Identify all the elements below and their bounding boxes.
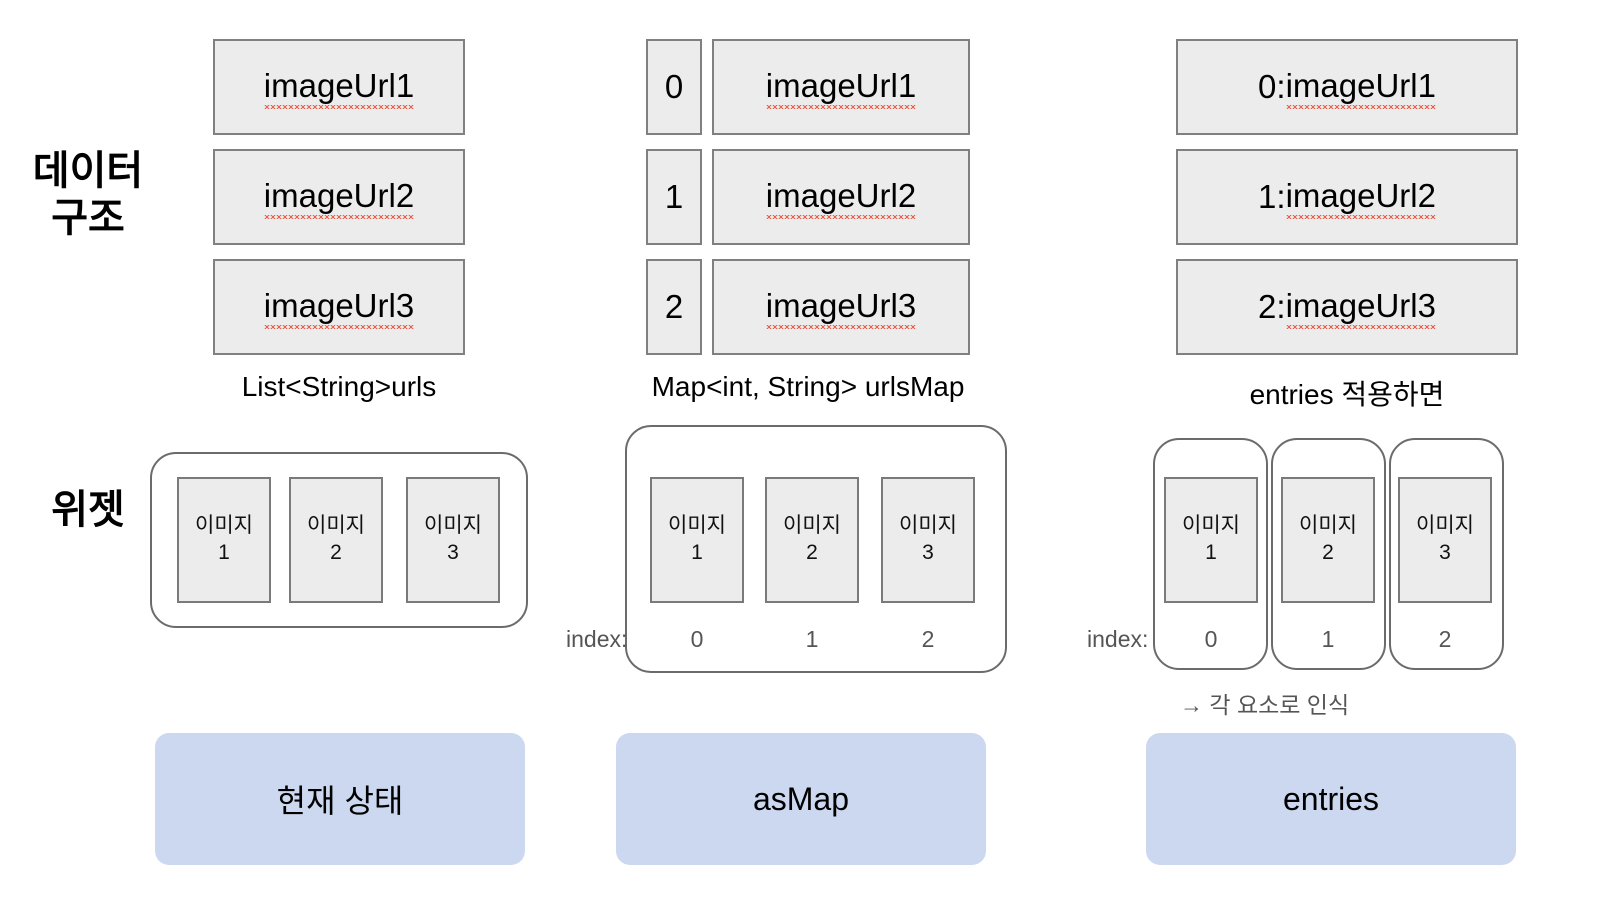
map-value: imageUrl2 bbox=[712, 149, 970, 245]
map-key-value: 2 bbox=[664, 288, 684, 325]
caption-map-type: Map<int, String> urlsMap bbox=[608, 371, 1008, 403]
index-value: 1 bbox=[805, 626, 819, 652]
list-item: imageUrl3 bbox=[213, 259, 465, 355]
index-value: 2 bbox=[921, 626, 935, 652]
image-card: 이미지 3 bbox=[1398, 477, 1492, 603]
index-label: index: bbox=[1087, 626, 1149, 652]
entry-item-word: imageUrl3 bbox=[1285, 287, 1437, 329]
map-key: 1 bbox=[646, 149, 702, 245]
map-value-text: imageUrl2 bbox=[765, 177, 917, 219]
image-card-line2: 3 bbox=[447, 541, 459, 564]
map-key-value: 1 bbox=[664, 178, 684, 215]
image-card-line2: 3 bbox=[922, 541, 934, 564]
image-card: 이미지 3 bbox=[881, 477, 975, 603]
image-card-line2: 1 bbox=[1205, 541, 1217, 564]
image-card-line2: 2 bbox=[1322, 541, 1334, 564]
entry-item-prefix: 0: bbox=[1258, 68, 1286, 105]
entry-item-prefix: 1: bbox=[1258, 178, 1286, 215]
caption-map-type-text: Map<int, String> urlsMap bbox=[651, 371, 965, 402]
image-card-line2: 2 bbox=[806, 541, 818, 564]
image-card: 이미지 3 bbox=[406, 477, 500, 603]
map-value: imageUrl1 bbox=[712, 39, 970, 135]
entry-item: 1: imageUrl2 bbox=[1176, 149, 1518, 245]
list-item-value: imageUrl1 bbox=[263, 67, 415, 109]
image-card-line1: 이미지 bbox=[899, 514, 957, 538]
map-key: 0 bbox=[646, 39, 702, 135]
map-value: imageUrl3 bbox=[712, 259, 970, 355]
index-value: 2 bbox=[1438, 626, 1452, 652]
list-item: imageUrl1 bbox=[213, 39, 465, 135]
map-value-text: imageUrl3 bbox=[765, 287, 917, 329]
image-card: 이미지 1 bbox=[650, 477, 744, 603]
image-card-line1: 이미지 bbox=[1299, 514, 1357, 538]
image-card-line2: 1 bbox=[691, 541, 703, 564]
map-key-value: 0 bbox=[664, 68, 684, 105]
image-card: 이미지 1 bbox=[1164, 477, 1258, 603]
button-as-map[interactable]: asMap bbox=[616, 733, 986, 865]
list-item: imageUrl2 bbox=[213, 149, 465, 245]
image-card-line1: 이미지 bbox=[307, 514, 365, 538]
image-card-line2: 3 bbox=[1439, 541, 1451, 564]
entry-item: 2: imageUrl3 bbox=[1176, 259, 1518, 355]
index-value: 0 bbox=[1204, 626, 1218, 652]
image-card: 이미지 2 bbox=[1281, 477, 1375, 603]
image-card-line1: 이미지 bbox=[1416, 514, 1474, 538]
image-card-line1: 이미지 bbox=[1182, 514, 1240, 538]
button-current-state[interactable]: 현재 상태 bbox=[155, 733, 525, 865]
image-card-line1: 이미지 bbox=[195, 514, 253, 538]
entry-item-word: imageUrl2 bbox=[1285, 177, 1437, 219]
list-item-value: imageUrl3 bbox=[263, 287, 415, 329]
image-card: 이미지 2 bbox=[765, 477, 859, 603]
image-card: 이미지 1 bbox=[177, 477, 271, 603]
index-label: index: bbox=[566, 626, 628, 652]
map-value-text: imageUrl1 bbox=[765, 67, 917, 109]
image-card: 이미지 2 bbox=[289, 477, 383, 603]
row-label-data-structure: 데이터 구조 bbox=[32, 149, 144, 241]
map-key: 2 bbox=[646, 259, 702, 355]
index-value: 0 bbox=[690, 626, 704, 652]
entry-item-prefix: 2: bbox=[1258, 288, 1286, 325]
entry-item: 0: imageUrl1 bbox=[1176, 39, 1518, 135]
image-card-line1: 이미지 bbox=[783, 514, 841, 538]
button-entries[interactable]: entries bbox=[1146, 733, 1516, 865]
row-label-widget: 위젯 bbox=[51, 488, 125, 532]
caption-entries: entries 적용하면 bbox=[1249, 379, 1445, 410]
caption-list-type: List<String>urls bbox=[241, 371, 437, 402]
image-card-line1: 이미지 bbox=[668, 514, 726, 538]
index-value: 1 bbox=[1321, 626, 1335, 652]
entry-item-word: imageUrl1 bbox=[1285, 67, 1437, 109]
list-item-value: imageUrl2 bbox=[263, 177, 415, 219]
image-card-line2: 2 bbox=[330, 541, 342, 564]
note-entries-recognition: → 각 요소로 인식 bbox=[1180, 692, 1350, 718]
image-card-line1: 이미지 bbox=[424, 514, 482, 538]
image-card-line2: 1 bbox=[218, 541, 230, 564]
